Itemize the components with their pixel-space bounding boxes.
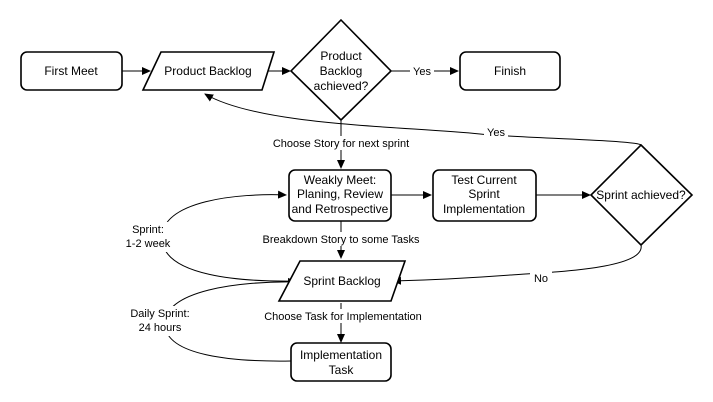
node-sprint-achieved-label: Sprint achieved? [596, 188, 686, 202]
label-sprint-duration-line1: Sprint: [132, 224, 164, 236]
node-finish-label: Finish [494, 64, 526, 78]
node-first-meet-label: First Meet [44, 64, 98, 78]
node-sprint-backlog[interactable]: Sprint Backlog [277, 260, 407, 302]
node-weekly-meet-line2: Planing, Review [297, 187, 383, 201]
node-weekly-meet[interactable]: Weakly Meet: Planing, Review and Retrosp… [288, 169, 392, 222]
node-sprint-backlog-label: Sprint Backlog [303, 274, 380, 288]
edge-sprintachieved-no [392, 244, 642, 285]
node-sprint-achieved-decision[interactable]: Sprint achieved? [589, 143, 694, 247]
node-backlog-achieved-line2: Backlog [320, 64, 363, 78]
node-implementation-task-line1: Implementation [300, 348, 382, 362]
edge-labels: Yes Yes Choose Story for next sprint Bre… [122, 64, 552, 336]
label-daily-sprint-line2: 24 hours [139, 322, 182, 334]
node-product-backlog[interactable]: Product Backlog [141, 51, 276, 91]
node-implementation-task-line2: Task [329, 363, 355, 377]
node-test-current-line2: Sprint [468, 187, 500, 201]
node-weekly-meet-line1: Weakly Meet: [304, 173, 376, 187]
label-yes-loop: Yes [487, 127, 505, 139]
node-backlog-achieved-line3: achieved? [314, 79, 369, 93]
node-backlog-achieved-decision[interactable]: Product Backlog achieved? [289, 18, 393, 122]
nodes: First Meet Product Backlog Product Backl… [20, 18, 694, 382]
node-test-current[interactable]: Test Current Sprint Implementation [432, 169, 537, 222]
edge-sprintachieved-yes-loop [204, 93, 642, 146]
label-choose-task: Choose Task for Implementation [264, 311, 422, 323]
edges [122, 67, 642, 362]
label-breakdown: Breakdown Story to some Tasks [263, 234, 420, 246]
node-first-meet[interactable]: First Meet [20, 51, 123, 91]
label-sprint-duration-line2: 1-2 week [126, 238, 171, 250]
label-yes-finish: Yes [413, 66, 431, 78]
node-product-backlog-label: Product Backlog [164, 64, 251, 78]
node-weekly-meet-line3: and Retrospective [292, 202, 389, 216]
node-backlog-achieved-line1: Product [320, 49, 362, 63]
label-no: No [534, 273, 548, 285]
node-implementation-task[interactable]: Implementation Task [290, 342, 392, 382]
label-daily-sprint-line1: Daily Sprint: [130, 308, 189, 320]
label-choose-story: Choose Story for next sprint [273, 138, 409, 150]
node-test-current-line3: Implementation [443, 202, 525, 216]
node-test-current-line1: Test Current [451, 173, 517, 187]
node-finish[interactable]: Finish [459, 51, 561, 91]
